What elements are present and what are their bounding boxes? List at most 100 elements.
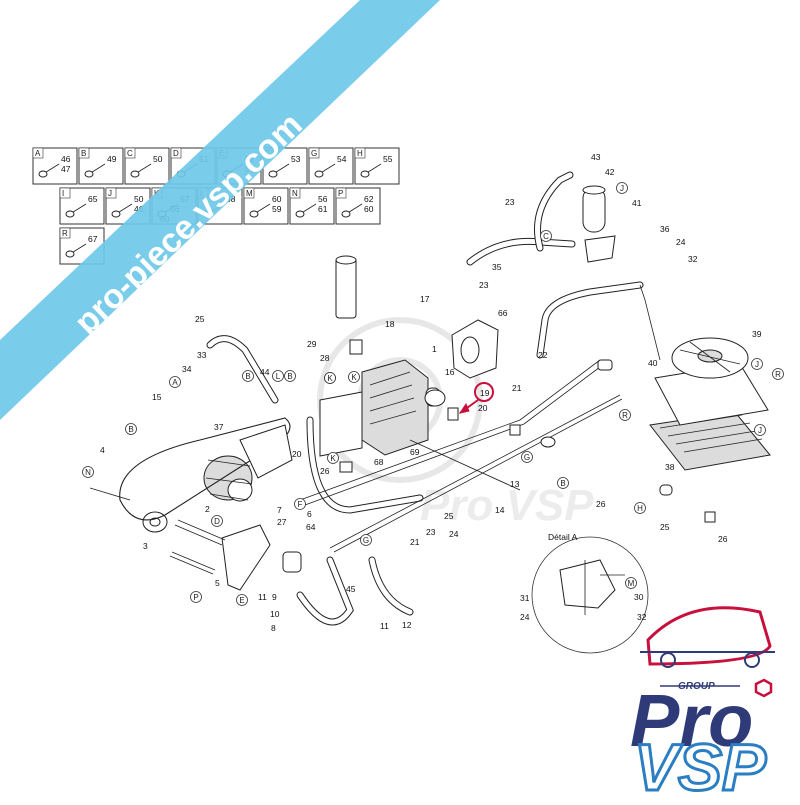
svg-text:J: J <box>755 360 759 369</box>
legend-part-number: 55 <box>383 154 393 164</box>
letter-markers: ABBBBBCDEFGGHJJJKKKLMNPRR <box>82 182 784 606</box>
callout-26: 26 <box>718 534 728 544</box>
callout-23: 23 <box>505 197 515 207</box>
marker-J: J <box>754 424 766 436</box>
callout-36: 36 <box>660 224 670 234</box>
highlighted-part-marker <box>458 382 494 414</box>
marker-R: R <box>772 368 784 380</box>
legend-part-number: 56 <box>318 194 328 204</box>
callout-8: 8 <box>271 623 276 633</box>
callout-25: 25 <box>660 522 670 532</box>
watermark-center-text: Pro VSP <box>420 481 594 530</box>
callout-24: 24 <box>520 612 530 622</box>
legend-cell-G: G54 <box>308 147 354 185</box>
legend-part-number: 61 <box>318 204 328 214</box>
callout-21: 21 <box>410 537 420 547</box>
marker-C: C <box>540 230 552 242</box>
part-mount <box>239 424 293 479</box>
legend-part-number: 50 <box>134 194 144 204</box>
car-outline-icon <box>646 606 772 666</box>
part-evaporator-box <box>319 359 441 457</box>
callout-10: 10 <box>270 609 280 619</box>
logo-pro-text: Pro <box>630 679 753 762</box>
part-compressor <box>203 455 253 502</box>
svg-text:J: J <box>620 184 624 193</box>
legend-cell-H: H55 <box>354 147 400 185</box>
svg-text:C: C <box>543 232 549 241</box>
callout-29: 29 <box>307 339 317 349</box>
callout-34: 34 <box>182 364 192 374</box>
part-belt <box>119 417 291 521</box>
callout-13: 13 <box>510 479 520 489</box>
legend-letter: A <box>35 149 41 158</box>
legend-part-number: 60 <box>364 204 374 214</box>
svg-text:L: L <box>276 372 281 381</box>
callout-12: 12 <box>402 620 412 630</box>
logo-group-text: GROUP <box>678 681 715 692</box>
callout-26: 26 <box>596 499 606 509</box>
svg-text:A: A <box>172 378 178 387</box>
marker-G: G <box>360 534 372 546</box>
callout-4: 4 <box>100 445 105 455</box>
callout-64: 64 <box>306 522 316 532</box>
marker-B: B <box>557 477 569 489</box>
marker-M: M <box>625 577 637 589</box>
legend-letter: M <box>246 189 253 198</box>
svg-text:H: H <box>637 504 643 513</box>
callout-28: 28 <box>320 353 330 363</box>
callout-25: 25 <box>444 511 454 521</box>
legend-part-number: 65 <box>88 194 98 204</box>
small-fittings <box>89 359 716 575</box>
legend-letter: D <box>173 149 179 158</box>
callout-20: 20 <box>292 449 302 459</box>
svg-text:K: K <box>351 373 357 382</box>
callout-24: 24 <box>449 529 459 539</box>
legend-part-number: 53 <box>291 154 301 164</box>
marker-L: L <box>272 370 284 382</box>
svg-text:B: B <box>128 425 133 434</box>
svg-text:K: K <box>327 374 333 383</box>
callout-32: 32 <box>637 612 647 622</box>
callout-38: 38 <box>665 462 675 472</box>
callout-42: 42 <box>605 167 615 177</box>
part-receiver-dryer <box>582 185 606 233</box>
callout-45: 45 <box>346 584 356 594</box>
callout-43: 43 <box>591 152 601 162</box>
legend-letter: C <box>127 149 133 158</box>
marker-R: R <box>619 409 631 421</box>
svg-text:D: D <box>214 517 220 526</box>
pro-vsp-logo: GROUP Pro VSP <box>630 606 775 805</box>
logo-hex-icon <box>754 678 773 698</box>
svg-text:F: F <box>298 500 303 509</box>
rigid-pipes <box>299 284 661 553</box>
marker-N: N <box>82 466 94 478</box>
callout-2: 2 <box>205 504 210 514</box>
svg-text:B: B <box>560 479 565 488</box>
callout-68: 68 <box>374 457 384 467</box>
callout-35: 35 <box>492 262 502 272</box>
callout-labels: 1234567891011121314151617181920212223242… <box>100 152 762 633</box>
callout-14: 14 <box>495 505 505 515</box>
callout-32: 32 <box>688 254 698 264</box>
part-ring <box>424 389 446 407</box>
marker-B: B <box>125 423 137 435</box>
marker-A: A <box>169 376 181 388</box>
callout-44: 44 <box>260 367 270 377</box>
logo-vsp-text: VSP <box>634 730 767 800</box>
marker-H: H <box>634 502 646 514</box>
legend-letter: P <box>338 189 343 198</box>
legend-cell-I: I65 <box>59 187 105 225</box>
callout-5: 5 <box>215 578 220 588</box>
legend-part-number: 54 <box>337 154 347 164</box>
marker-D: D <box>211 515 223 527</box>
svg-text:G: G <box>524 453 530 462</box>
callout-7: 7 <box>277 505 282 515</box>
callout-1: 1 <box>432 344 437 354</box>
callout-9: 9 <box>272 592 277 602</box>
legend-part-number: 62 <box>364 194 374 204</box>
legend-cell-C: C50 <box>124 147 170 185</box>
